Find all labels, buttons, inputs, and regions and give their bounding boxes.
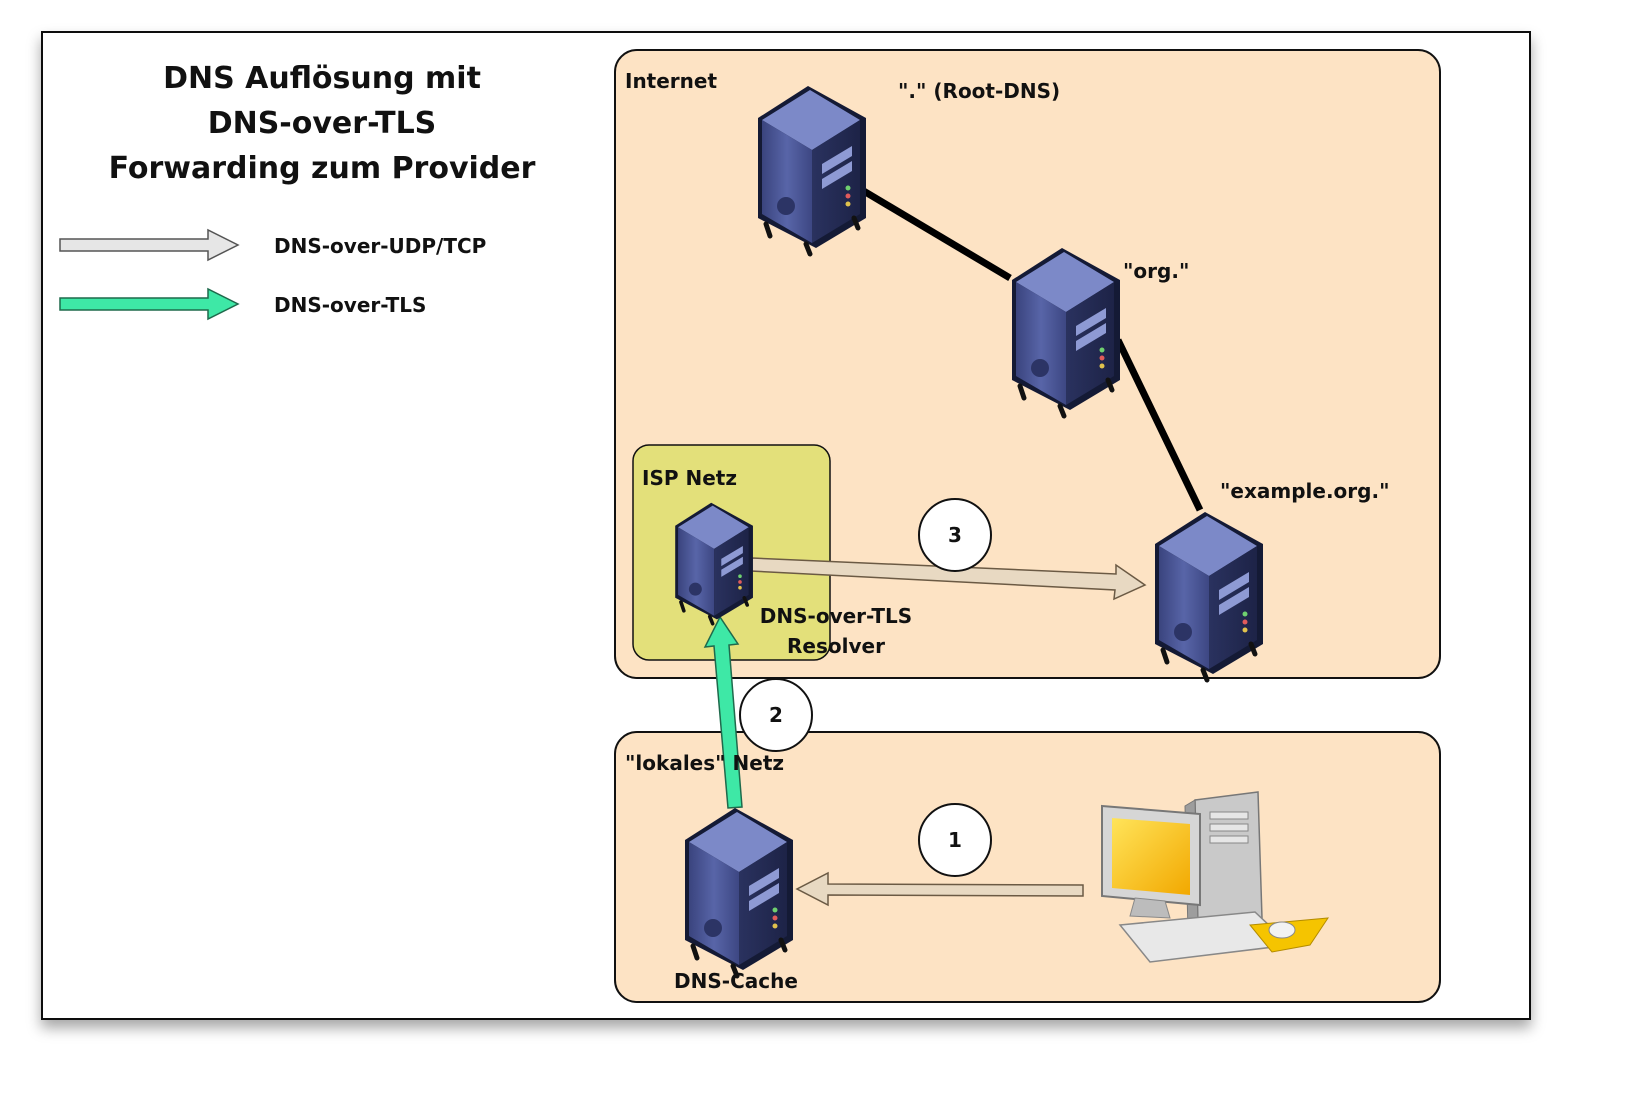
title-line-1: DNS Auflösung mit — [163, 61, 481, 96]
client-pc-icon — [1101, 791, 1329, 963]
resolver-label-line-1: DNS-over-TLS — [760, 604, 912, 628]
org-server-label: "org." — [1123, 259, 1189, 283]
isp-zone-label: ISP Netz — [642, 466, 737, 490]
arrow-pc-to-cache — [795, 871, 1084, 907]
legend-tls-arrow-icon — [59, 287, 240, 321]
legend-udp-label: DNS-over-UDP/TCP — [274, 234, 486, 258]
legend-tls-label: DNS-over-TLS — [274, 293, 426, 317]
legend-udp-arrow-icon — [59, 228, 240, 262]
step-marker-3: 3 — [918, 498, 992, 572]
resolver-label-line-2: Resolver — [787, 634, 885, 658]
diagram-title: DNS Auflösung mit DNS-over-TLS Forwardin… — [109, 61, 536, 186]
step-1-label: 1 — [948, 828, 962, 852]
link-org-example — [1114, 338, 1204, 512]
local-zone-label: "lokales" Netz — [625, 751, 784, 775]
example-org-server-label: "example.org." — [1220, 479, 1390, 503]
arrow-resolver-to-example — [750, 557, 1147, 601]
dns-cache-label: DNS-Cache — [674, 969, 798, 993]
title-line-3: Forwarding zum Provider — [109, 151, 536, 186]
link-root-org — [860, 186, 1012, 282]
root-dns-label: "." (Root-DNS) — [898, 79, 1060, 103]
legend: DNS-over-UDP/TCP DNS-over-TLS — [59, 228, 486, 321]
step-marker-1: 1 — [918, 803, 992, 877]
arrow-cache-to-resolver-tls — [703, 615, 743, 809]
internet-zone-label: Internet — [625, 69, 717, 93]
step-marker-2: 2 — [739, 678, 813, 752]
title-line-2: DNS-over-TLS — [208, 106, 437, 141]
step-3-label: 3 — [948, 523, 962, 547]
step-2-label: 2 — [769, 703, 783, 727]
